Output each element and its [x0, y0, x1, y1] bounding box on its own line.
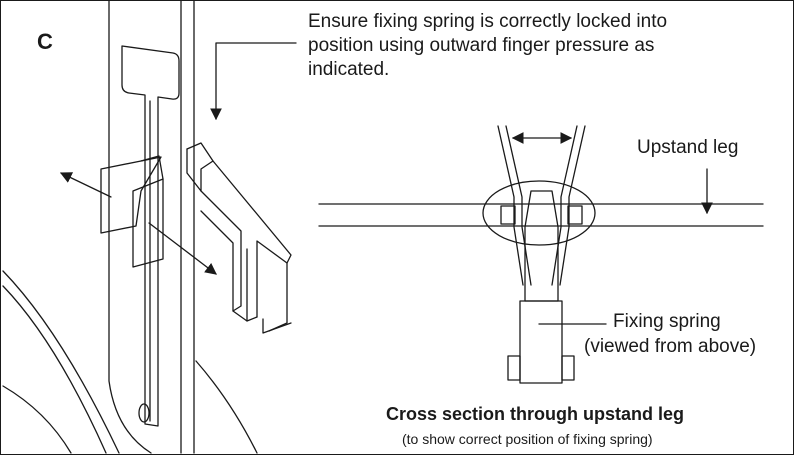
clip-wing-left	[100, 156, 162, 234]
spring-tab	[121, 45, 180, 427]
ring-arc-right	[195, 360, 258, 454]
instruction-leader	[210, 42, 297, 121]
bracket-foot-2	[262, 318, 292, 334]
fixing-spring-tab-left	[507, 355, 521, 381]
fixing-spring-rect	[519, 300, 563, 384]
notch-right	[567, 205, 583, 225]
fixing-spring-label: Fixing spring	[613, 311, 721, 332]
spring-arm-left-outer	[497, 125, 524, 286]
spring-arm-left-inner	[505, 125, 532, 286]
upstand-strip-left-edge	[108, 1, 152, 454]
clip-wing-right	[132, 178, 164, 268]
upstand-leg-label: Upstand leg	[637, 137, 739, 158]
clip-wing-fold	[140, 155, 164, 180]
panel-label: C	[37, 29, 53, 54]
detail-ellipse	[482, 180, 596, 246]
instruction-line-2: position using outward finger pressure a…	[308, 35, 655, 56]
instruction-line-1: Ensure fixing spring is correctly locked…	[308, 11, 668, 32]
fixing-spring-tab-right	[561, 355, 575, 381]
cross-section-title: Cross section through upstand leg	[386, 404, 685, 424]
ring-arc-low	[2, 385, 72, 454]
instruction-line-3: indicated.	[308, 59, 390, 80]
bracket-foot-1	[232, 310, 258, 322]
notch-left	[500, 205, 516, 225]
bracket-leg	[256, 240, 288, 332]
left-pressure-arrow	[59, 172, 112, 198]
right-pressure-arrow	[148, 222, 217, 275]
fixing-spring-sublabel: (viewed from above)	[584, 336, 757, 357]
strip-hole	[138, 403, 150, 423]
instruction-text: Ensure fixing spring is correctly locked…	[308, 10, 778, 82]
bracket-top	[186, 142, 292, 264]
spring-body	[524, 190, 559, 302]
spring-arm-right-inner	[551, 125, 578, 286]
ring-arc-outer	[2, 270, 120, 454]
ring-arc-inner	[2, 285, 107, 454]
cross-section-subtitle: (to show correct position of fixing spri…	[402, 431, 653, 447]
bracket-side	[200, 190, 242, 312]
spring-arm-right-outer	[559, 125, 586, 286]
